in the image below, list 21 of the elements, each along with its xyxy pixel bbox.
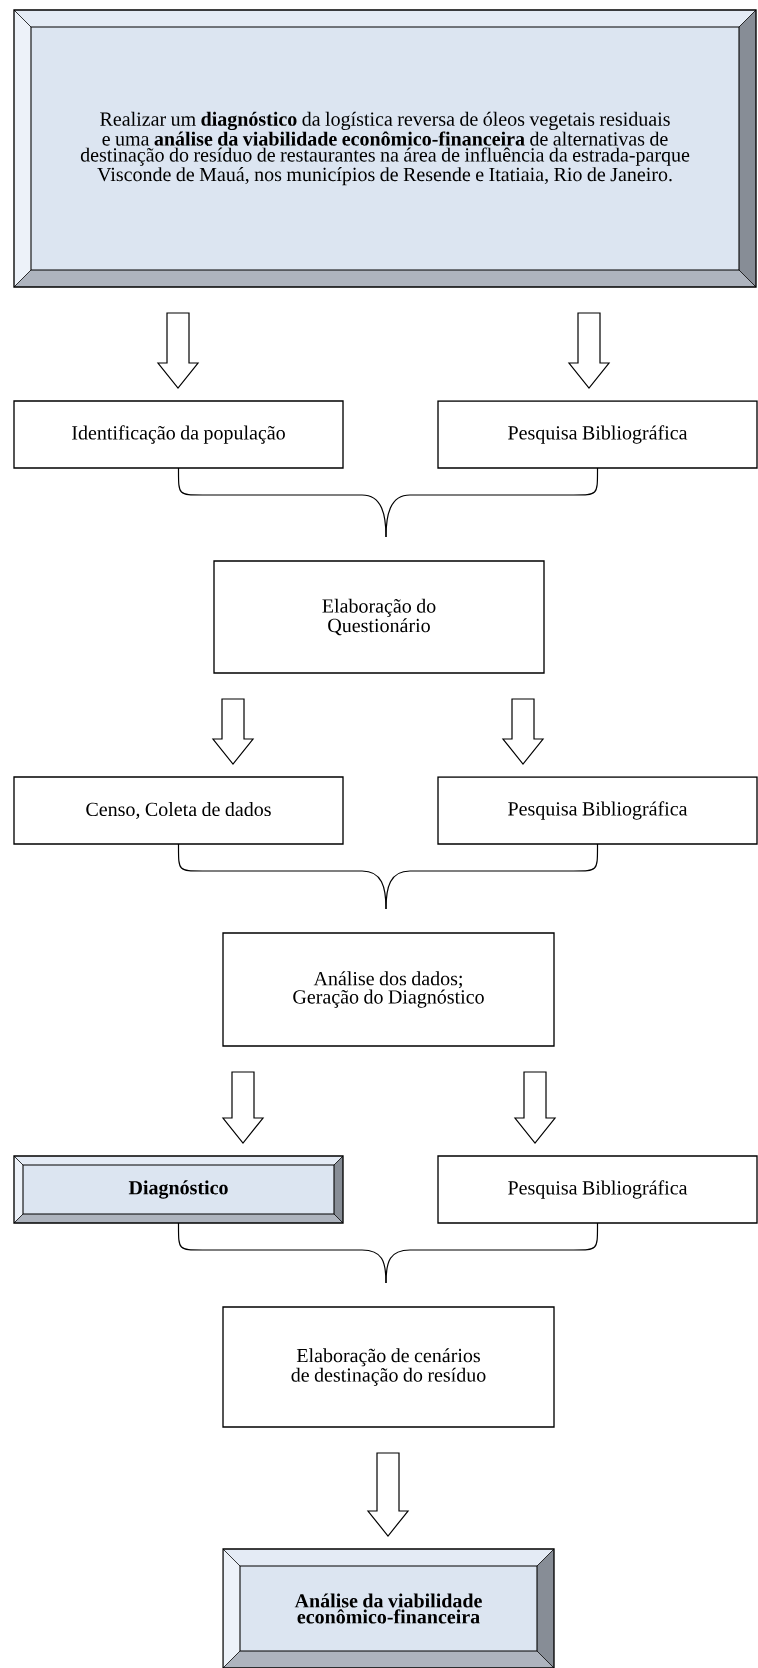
block-arrow (513, 1071, 557, 1144)
block-arrow (366, 1452, 410, 1537)
process-box: Análise dos dados; Geração do Diagnóstico (222, 932, 555, 1047)
process-box: Elaboração do Questionário (213, 560, 545, 674)
brace (385, 843, 599, 910)
block-arrow (211, 698, 255, 765)
process-box: Identificação da população (13, 400, 344, 469)
process-box: Pesquisa Bibliográfica (437, 776, 758, 845)
brace (385, 1222, 599, 1284)
bevel-box: Análise da viabilidade econômico-financeira (222, 1548, 555, 1668)
process-box: Pesquisa Bibliográfica (437, 400, 758, 469)
block-arrow (221, 1071, 265, 1144)
brace (385, 467, 599, 538)
process-box: Censo, Coleta de dados (13, 776, 344, 845)
process-box: Pesquisa Bibliográfica (437, 1155, 758, 1224)
bevel-box: Realizar um diagnóstico da logística reversa de óleos vegetais residuais e uma análise da viabilidade econômico-financeira de alternativas de destinação do resíduo de restaurantes na área de influência da estrada-parque Visconde de Mauá, nos municípios de Resende e Itatiaia, Rio de Janeiro. (13, 9, 757, 288)
process-box: Elaboração de cenários de destinação do resíduo (222, 1306, 555, 1428)
block-arrow (156, 312, 200, 389)
block-arrow (501, 698, 545, 765)
block-arrow (567, 312, 611, 389)
bevel-box: Diagnóstico (13, 1155, 344, 1224)
